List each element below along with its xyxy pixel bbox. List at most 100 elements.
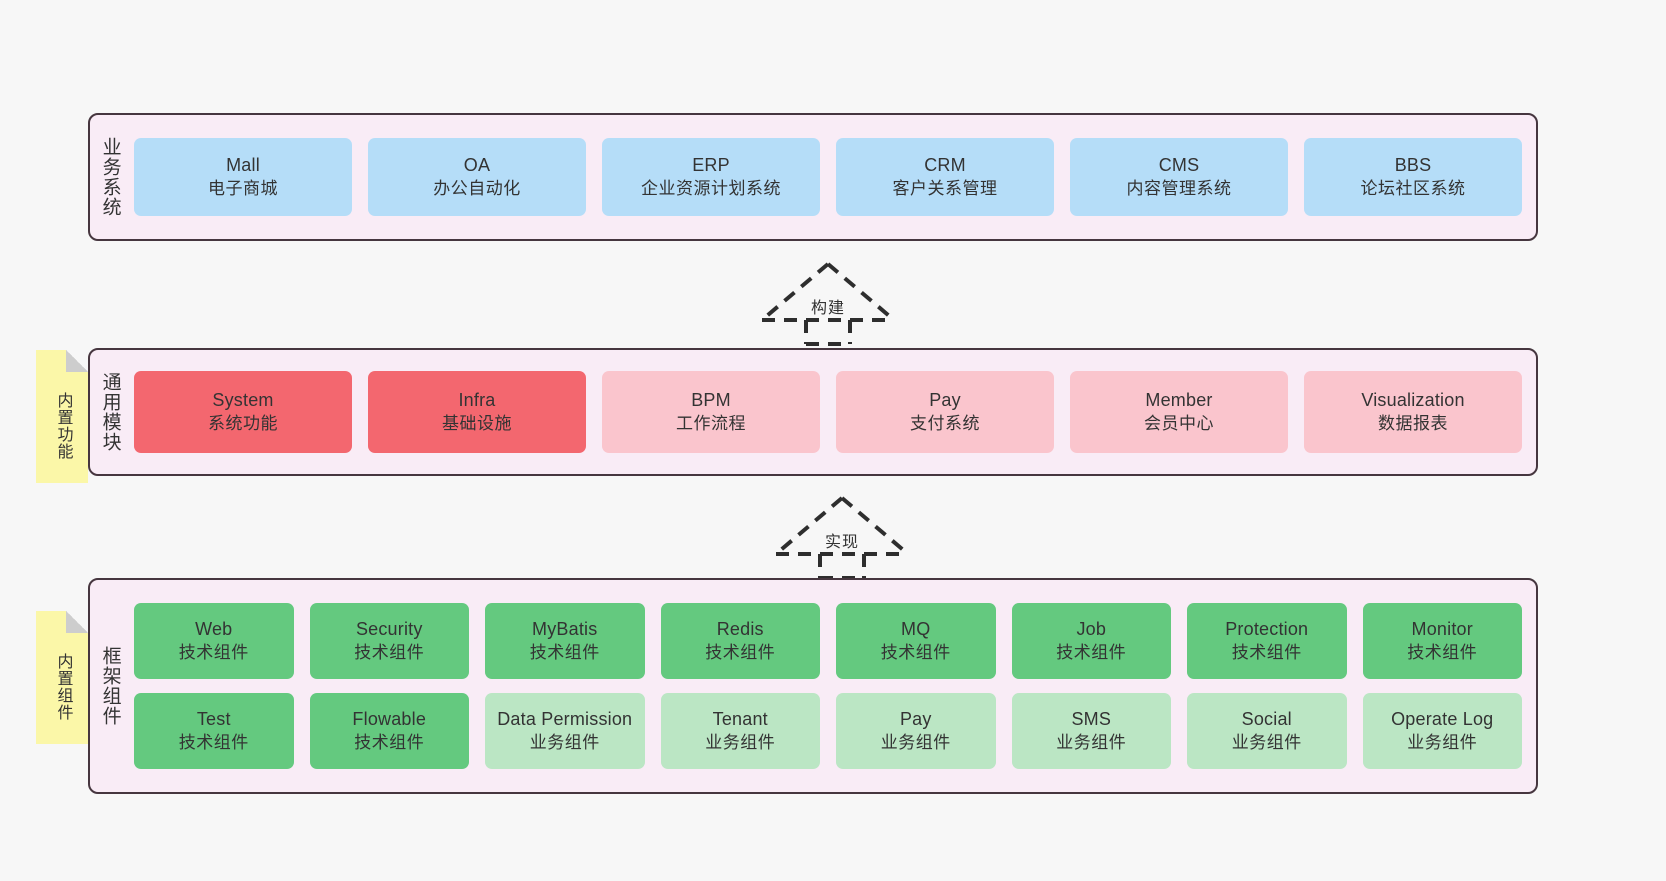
- node-title-cn: 技术组件: [354, 732, 425, 752]
- layer-business-title: 业务系统: [99, 137, 121, 217]
- node-title-en: ERP: [692, 155, 730, 176]
- connector-implement: 实现: [772, 492, 912, 580]
- node-title-cn: 工作流程: [676, 413, 746, 433]
- node-title-cn: 技术组件: [1056, 642, 1127, 662]
- node-title-cn: 论坛社区系统: [1360, 178, 1466, 198]
- sticky-note-builtin-features-label: 内置功能: [54, 391, 72, 460]
- connector-build: 构建: [758, 258, 898, 346]
- node-title-en: Monitor: [1411, 619, 1473, 640]
- node-title-en: Visualization: [1361, 390, 1465, 411]
- layer-framework-components-title: 框架组件: [99, 646, 121, 726]
- node-title-cn: 技术组件: [178, 642, 249, 662]
- node-title-en: CMS: [1158, 155, 1200, 176]
- node-title-en: CRM: [924, 155, 966, 176]
- node-title-en: MQ: [901, 619, 931, 640]
- node-title-en: Flowable: [352, 709, 427, 730]
- node-title-cn: 电子商城: [208, 178, 278, 198]
- generalization-arrow-icon: [760, 262, 896, 346]
- node-title-cn: 技术组件: [178, 732, 249, 752]
- node-title-cn: 业务组件: [705, 732, 776, 752]
- node-title-cn: 基础设施: [442, 413, 512, 433]
- node-title-cn: 业务组件: [1231, 732, 1302, 752]
- node-title-en: System: [212, 390, 274, 411]
- node-title-cn: 客户关系管理: [892, 178, 998, 198]
- node-title-en: Job: [1076, 619, 1107, 640]
- node-title-en: Data Permission: [497, 709, 633, 730]
- node-title-cn: 技术组件: [529, 642, 600, 662]
- node-title-en: Tenant: [712, 709, 768, 730]
- node-title-en: Test: [196, 709, 231, 730]
- node-title-cn: 业务组件: [1407, 732, 1478, 752]
- sticky-note-builtin-components: 内置组件: [36, 611, 88, 744]
- node-title-en: Web: [195, 619, 233, 640]
- node-title-cn: 支付系统: [910, 413, 980, 433]
- node-title-cn: 企业资源计划系统: [641, 178, 781, 198]
- node-title-cn: 业务组件: [880, 732, 951, 752]
- node-title-en: Operate Log: [1391, 709, 1494, 730]
- node-title-en: Protection: [1225, 619, 1309, 640]
- node-title-en: Redis: [716, 619, 764, 640]
- connector-implement-label: 实现: [824, 534, 860, 551]
- node-title-en: BBS: [1394, 155, 1432, 176]
- node-title-cn: 系统功能: [208, 413, 278, 433]
- node-title-cn: 内容管理系统: [1126, 178, 1232, 198]
- node-title-en: Member: [1145, 390, 1213, 411]
- node-title-en: Infra: [458, 390, 496, 411]
- node-title-cn: 技术组件: [1231, 642, 1302, 662]
- node-title-en: Pay: [899, 709, 932, 730]
- node-title-cn: 数据报表: [1378, 413, 1448, 433]
- node-title-cn: 技术组件: [880, 642, 951, 662]
- node-title-en: MyBatis: [532, 619, 598, 640]
- node-title-cn: 业务组件: [1056, 732, 1127, 752]
- connector-build-label: 构建: [810, 300, 846, 317]
- layer-common-modules-title: 通用模块: [99, 372, 121, 452]
- node-title-cn: 办公自动化: [433, 178, 521, 198]
- node-title-cn: 技术组件: [354, 642, 425, 662]
- node-title-en: Mall: [226, 155, 260, 176]
- node-title-en: SMS: [1071, 709, 1112, 730]
- node-title-en: Security: [355, 619, 423, 640]
- node-title-en: Pay: [929, 390, 961, 411]
- node-title-cn: 会员中心: [1144, 413, 1214, 433]
- node-title-en: Social: [1241, 709, 1292, 730]
- node-title-en: BPM: [691, 390, 731, 411]
